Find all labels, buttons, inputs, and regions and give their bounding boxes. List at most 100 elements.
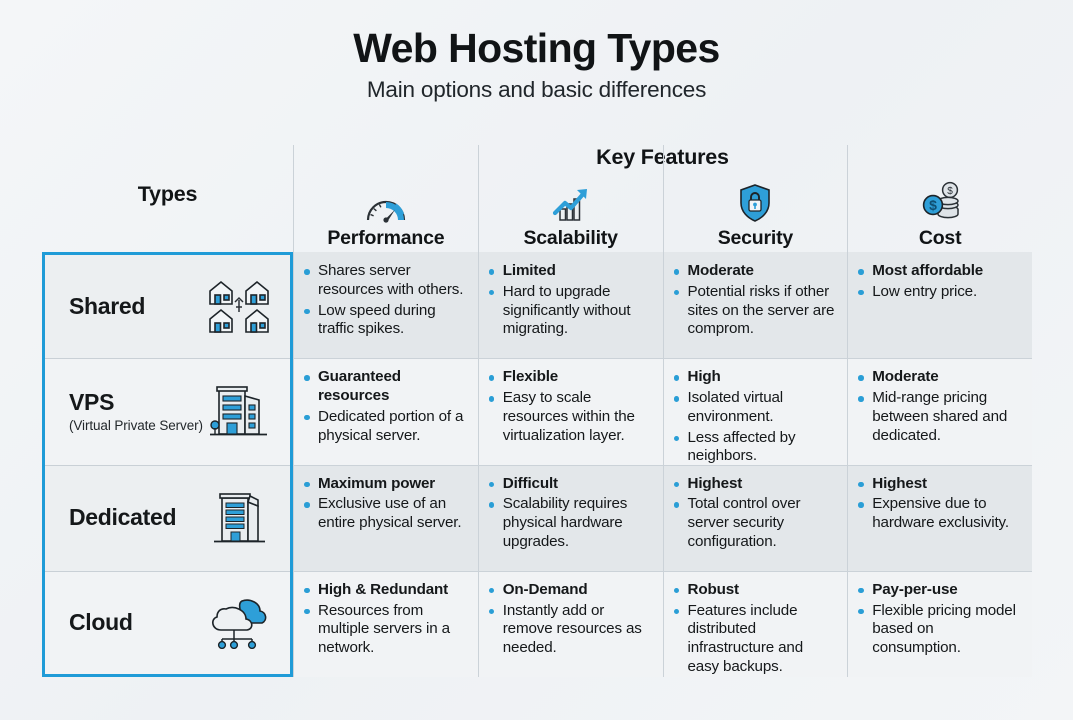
feature-header-label: Cost [918, 227, 962, 249]
bullet-list: High & Redundant Resources from multiple… [302, 581, 468, 658]
list-item: Moderate [672, 262, 838, 281]
list-item: Total control over server security confi… [672, 495, 838, 551]
cell-cost: Moderate Mid-range pricing between share… [847, 358, 1032, 465]
list-item: Most affordable [856, 262, 1022, 281]
feature-cells: High & Redundant Resources from multiple… [293, 570, 1032, 677]
cloud-network-icon [206, 591, 272, 653]
cell-performance: Guaranteed resources Dedicated portion o… [293, 358, 478, 465]
type-cell-vps[interactable]: VPS (Virtual Private Server) [42, 358, 293, 465]
comparison-table: Types Key Features Performance [42, 140, 1032, 680]
list-item: Highest [856, 475, 1022, 494]
bullet-list: Shares server resources with others. Low… [302, 262, 468, 339]
feature-cells: Guaranteed resources Dedicated portion o… [293, 358, 1032, 466]
bullet-list: Robust Features include distributed infr… [672, 581, 838, 677]
list-item: Potential risks if other sites on the se… [672, 283, 838, 339]
table-row: Dedicated [42, 464, 1032, 571]
list-item: On-Demand [487, 581, 653, 600]
bullet-list: Highest Expensive due to hardware exclus… [856, 475, 1022, 533]
apartment-building-icon [206, 380, 272, 442]
list-item: High [672, 368, 838, 387]
type-text: VPS (Virtual Private Server) [69, 389, 203, 433]
list-item: Robust [672, 581, 838, 600]
bullet-list: Difficult Scalability requires physical … [487, 475, 653, 552]
list-item: Resources from multiple servers in a net… [302, 602, 468, 658]
feature-header-label: Security [717, 227, 794, 249]
list-item: High & Redundant [302, 581, 468, 600]
cell-security: Robust Features include distributed infr… [662, 570, 848, 677]
type-name: VPS [69, 389, 115, 416]
cell-performance: Maximum power Exclusive use of an entire… [293, 464, 478, 571]
table-row: Cloud [42, 570, 1032, 677]
types-column-right-border [290, 252, 293, 677]
bullet-list: Moderate Potential risks if other sites … [672, 262, 838, 339]
list-item: Guaranteed resources [302, 368, 468, 406]
cell-scalability: Difficult Scalability requires physical … [477, 464, 663, 571]
types-column-header: Types [137, 182, 198, 206]
list-item: Moderate [856, 368, 1022, 387]
cell-cost: Most affordable Low entry price. [847, 252, 1032, 359]
list-item: Exclusive use of an entire physical serv… [302, 495, 468, 533]
table-body: Shared [42, 252, 1032, 677]
speedometer-icon [364, 177, 408, 223]
infographic-header: Web Hosting Types Main options and basic… [0, 0, 1073, 103]
cell-performance: Shares server resources with others. Low… [293, 252, 478, 359]
svg-text:$: $ [947, 186, 953, 197]
svg-text:$: $ [929, 197, 937, 213]
type-name: Dedicated [69, 503, 177, 530]
bullet-list: Limited Hard to upgrade significantly wi… [487, 262, 653, 339]
page-title: Web Hosting Types [353, 25, 720, 71]
growth-chart-arrow-icon [549, 177, 593, 223]
list-item: Easy to scale resources within the virtu… [487, 389, 653, 445]
bullet-list: Pay-per-use Flexible pricing model based… [856, 581, 1022, 658]
table-row: Shared [42, 252, 1032, 359]
list-item: Isolated virtual environment. [672, 389, 838, 427]
list-item: Instantly add or remove resources as nee… [487, 602, 653, 658]
bullet-list: Highest Total control over server securi… [672, 475, 838, 552]
cell-security: Moderate Potential risks if other sites … [662, 252, 848, 359]
type-name: Shared [69, 292, 146, 319]
bullet-list: Maximum power Exclusive use of an entire… [302, 475, 468, 533]
coins-dollar-icon: $ $ [918, 177, 962, 223]
cell-scalability: Flexible Easy to scale resources within … [477, 358, 663, 465]
feature-header-scalability: Scalability [477, 145, 663, 252]
feature-header-security: Security [662, 145, 848, 252]
list-item: Low speed during traffic spikes. [302, 302, 468, 340]
cell-security: Highest Total control over server securi… [662, 464, 848, 571]
type-text: Cloud [69, 608, 133, 635]
feature-header-performance: Performance [293, 145, 478, 252]
bullet-list: High Isolated virtual environment. Less … [672, 368, 838, 466]
type-cell-dedicated[interactable]: Dedicated [42, 464, 293, 571]
table-row: VPS (Virtual Private Server) [42, 358, 1032, 466]
feature-header-cost: $ $ Cost [847, 145, 1032, 252]
type-subtitle: (Virtual Private Server) [69, 417, 203, 433]
cell-cost: Pay-per-use Flexible pricing model based… [847, 570, 1032, 677]
list-item: Difficult [487, 475, 653, 494]
list-item: Shares server resources with others. [302, 262, 468, 300]
list-item: Limited [487, 262, 653, 281]
list-item: Mid-range pricing between shared and ded… [856, 389, 1022, 445]
type-text: Shared [69, 292, 146, 319]
cell-security: High Isolated virtual environment. Less … [662, 358, 848, 466]
feature-cells: Shares server resources with others. Low… [293, 252, 1032, 359]
feature-cells: Maximum power Exclusive use of an entire… [293, 464, 1032, 571]
list-item: Hard to upgrade significantly without mi… [487, 283, 653, 339]
type-cell-cloud[interactable]: Cloud [42, 570, 293, 677]
list-item: Pay-per-use [856, 581, 1022, 600]
type-name: Cloud [69, 608, 133, 635]
office-tower-icon [206, 487, 272, 549]
list-item: Flexible pricing model based on consumpt… [856, 602, 1022, 658]
list-item: Highest [672, 475, 838, 494]
bullet-list: Guaranteed resources Dedicated portion o… [302, 368, 468, 445]
type-cell-shared[interactable]: Shared [42, 252, 293, 359]
list-item: Less affected by neighbors. [672, 429, 838, 467]
feature-header-label: Scalability [523, 227, 618, 249]
bullet-list: On-Demand Instantly add or remove resour… [487, 581, 653, 658]
bullet-list: Most affordable Low entry price. [856, 262, 1022, 302]
feature-header-row: Performance Scalability [293, 145, 1032, 252]
page-subtitle: Main options and basic differences [366, 77, 707, 103]
four-houses-icon [206, 276, 272, 338]
list-item: Flexible [487, 368, 653, 387]
shield-lock-icon [738, 177, 772, 223]
list-item: Expensive due to hardware exclusivity. [856, 495, 1022, 533]
cell-performance: High & Redundant Resources from multiple… [293, 570, 478, 677]
